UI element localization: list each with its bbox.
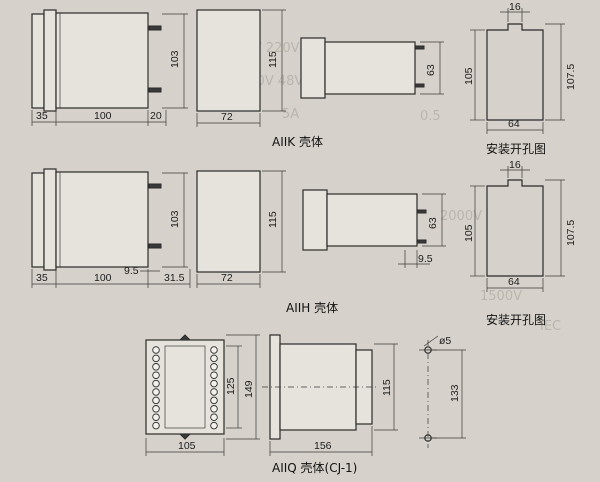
aiih-dim-72: 72	[221, 272, 233, 284]
aiiq-terminal-column-right	[210, 346, 218, 430]
aiih-dim-115: 115	[267, 211, 279, 228]
mounting-hole-top	[424, 346, 432, 354]
terminal-stud	[152, 405, 160, 413]
svg-text:IEC: IEC	[540, 319, 561, 334]
aiiq-caption: AIIQ 壳体(CJ-1)	[272, 461, 357, 475]
aiik-dim-63: 63	[425, 64, 437, 76]
aiik-cutout-caption: 安装开孔图	[486, 141, 546, 156]
terminal-stud	[210, 363, 218, 371]
aiih-side-view: 35 100 9.5 31.5 103	[31, 168, 191, 288]
aiih-dim-top-9-5: 9.5	[418, 253, 433, 265]
terminal-stud	[152, 421, 160, 430]
aiiq-dim-105: 105	[178, 440, 196, 452]
aiik-cutout: 16 105 107.5 64	[463, 1, 577, 134]
aiik-dim-72: 72	[221, 111, 233, 123]
aiih-dim-105: 105	[463, 224, 475, 242]
aiih-dim-107-5: 107.5	[565, 220, 577, 246]
aiih-dim-100: 100	[94, 272, 112, 284]
aiih-dim-31-5: 31.5	[164, 272, 185, 284]
aiiq-dim-149: 149	[243, 380, 255, 398]
aiik-dim-103: 103	[169, 50, 181, 68]
aiik-dim-20: 20	[150, 110, 162, 122]
terminal-stud	[152, 371, 160, 379]
aiik-dim-115: 115	[267, 51, 279, 68]
terminal-stud	[210, 421, 218, 430]
terminal-stud	[152, 346, 160, 354]
terminal-stud	[152, 363, 160, 371]
aiiq-terminal-column-left	[152, 346, 160, 430]
terminal-stud	[210, 413, 218, 421]
aiih-dim-35: 35	[36, 272, 48, 284]
aiih-caption: AIIH 壳体	[286, 301, 338, 315]
aiik-side-view: 35 100 20 103	[31, 9, 188, 126]
terminal-stud	[152, 379, 160, 388]
aiik-dim-107-5: 107.5	[565, 64, 577, 90]
terminal-stud	[210, 379, 218, 388]
aiih-dim-64: 64	[508, 276, 520, 288]
aiik-dim-105: 105	[463, 67, 475, 85]
aiiq-dim-125: 125	[225, 377, 237, 395]
aiik-front-view: 72 115	[196, 9, 286, 127]
aiiq-dim-156: 156	[314, 440, 332, 452]
terminal-stud	[210, 388, 218, 396]
aiih-cutout-caption: 安装开孔图	[486, 312, 546, 327]
terminal-stud	[210, 346, 218, 354]
aiik-top-view: 63	[300, 37, 444, 99]
aiik-dim-100: 100	[94, 110, 112, 122]
terminal-stud	[152, 413, 160, 421]
aiik-caption: AIIK 壳体	[272, 135, 323, 149]
aiiq-mounting-holes: ø5 133	[419, 335, 466, 448]
aiih-dim-9-5: 9.5	[124, 265, 139, 277]
svg-text:2000V: 2000V	[440, 209, 482, 224]
terminal-stud	[152, 396, 160, 405]
aiiq-front-view: 105 125 149	[145, 334, 260, 456]
aiih-dim-16: 16	[509, 159, 521, 171]
terminal-stud	[210, 354, 218, 363]
aiiq-side-view: 156 115	[262, 334, 398, 456]
aiiq-dim-115: 115	[381, 379, 393, 396]
aiik-dim-16: 16	[509, 1, 521, 13]
terminal-stud	[210, 396, 218, 405]
svg-text:0.5: 0.5	[420, 109, 441, 124]
aiih-cutout: 16 105 107.5 64	[463, 159, 577, 292]
svg-text:5A: 5A	[282, 107, 299, 122]
terminal-stud	[152, 388, 160, 396]
aiiq-dim-hole: ø5	[439, 335, 451, 347]
svg-text:1500V: 1500V	[480, 289, 522, 304]
mounting-hole-bottom	[424, 434, 432, 442]
terminal-stud	[210, 405, 218, 413]
aiih-front-view: 72 115	[196, 170, 286, 288]
terminal-stud	[210, 371, 218, 379]
aiiq-dim-133: 133	[449, 384, 461, 402]
aiik-dim-35: 35	[36, 110, 48, 122]
aiih-dim-103: 103	[169, 210, 181, 228]
aiih-dim-63: 63	[427, 217, 439, 229]
aiik-dim-64: 64	[508, 118, 520, 130]
aiih-top-view: 63 9.5	[302, 189, 446, 268]
terminal-stud	[152, 354, 160, 363]
